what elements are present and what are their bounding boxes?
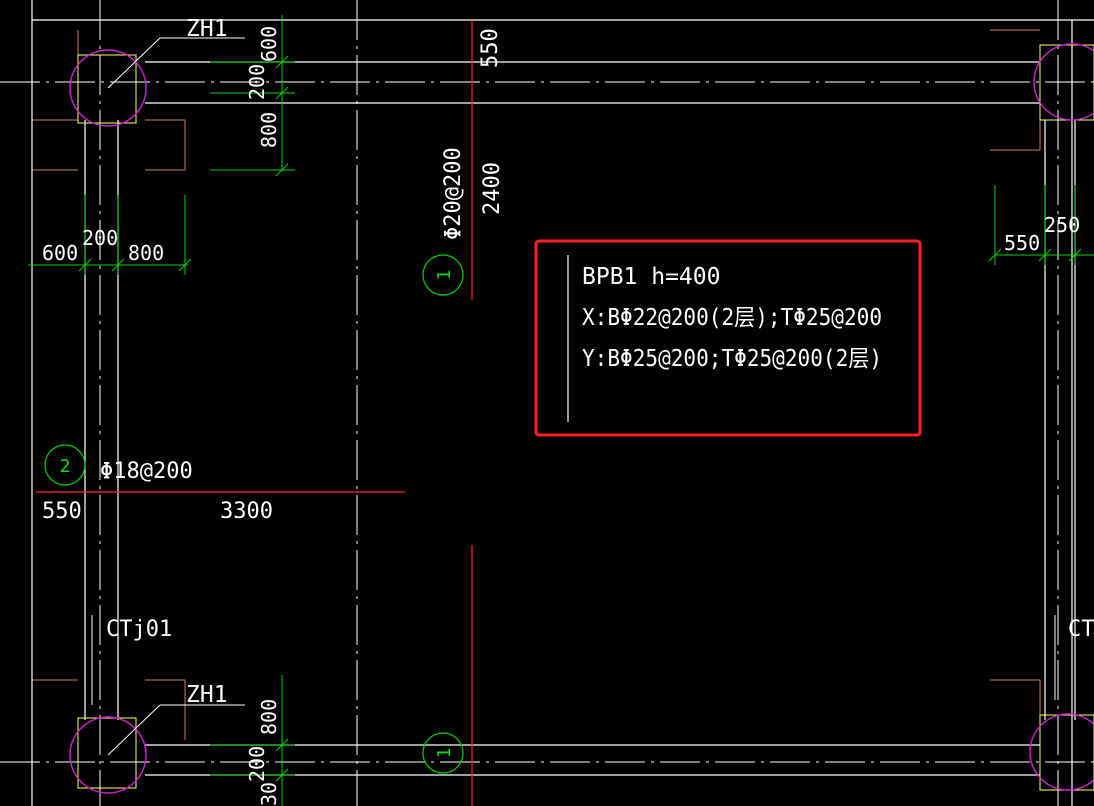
annotation-line-3: Y:BΦ25@200;TΦ25@200(2层) bbox=[582, 346, 882, 372]
dim-top-200: 200 bbox=[245, 64, 269, 100]
dim-mid-2400: 2400 bbox=[480, 162, 505, 215]
dim-lower-800: 800 bbox=[257, 699, 281, 735]
dim-left-200: 200 bbox=[82, 226, 118, 250]
dim-top-550: 550 bbox=[478, 28, 503, 68]
dim-right-250: 250 bbox=[1044, 213, 1080, 237]
outer-outline bbox=[31, 0, 1094, 806]
pile-cap-top-left bbox=[69, 37, 161, 127]
dim-right-horizontal bbox=[988, 185, 1094, 265]
rebar-1-spec: Φ20@200 bbox=[441, 147, 466, 240]
ctj01-right-label: CTj bbox=[1068, 617, 1094, 642]
dim-lower-200: 200 bbox=[245, 746, 269, 782]
rebar-mark-1-bottom-label: 1 bbox=[434, 748, 455, 759]
dim-left-horizontal bbox=[28, 195, 192, 275]
dim-lower-30: 30 bbox=[257, 782, 281, 806]
ctj01-left-label: CTj01 bbox=[106, 617, 172, 642]
dim-top-800: 800 bbox=[257, 112, 281, 148]
dim-bottom-vertical bbox=[210, 675, 295, 806]
rebar-mark-1: 1 bbox=[422, 254, 464, 296]
pile-cap-bottom-left bbox=[69, 704, 161, 794]
annotation-line-1: BPB1 h=400 bbox=[582, 264, 720, 290]
rebar-2-spec: Φ18@200 bbox=[100, 459, 193, 484]
dim-top-vertical bbox=[210, 15, 295, 177]
rebar-mark-2-label: 2 bbox=[60, 456, 71, 477]
dim-bottom-3300: 3300 bbox=[220, 499, 273, 524]
zh1-label-bottom: ZH1 bbox=[186, 682, 228, 708]
pile-cap-bottom-right bbox=[1029, 713, 1094, 791]
annotation-box: BPB1 h=400 X:BΦ22@200(2层);TΦ25@200 Y:BΦ2… bbox=[534, 239, 922, 437]
rebar-mark-1-label: 1 bbox=[434, 270, 455, 281]
dim-left-600: 600 bbox=[42, 241, 78, 265]
zh1-label-top: ZH1 bbox=[186, 16, 228, 42]
zh1-leaders bbox=[160, 37, 245, 706]
dim-left-800: 800 bbox=[128, 241, 164, 265]
annotation-line-2: X:BΦ22@200(2层);TΦ25@200 bbox=[582, 305, 882, 331]
dim-top-600: 600 bbox=[257, 26, 281, 62]
dim-right-550: 550 bbox=[1004, 231, 1040, 255]
pile-cap-top-right bbox=[1033, 43, 1094, 121]
dim-bottom-550: 550 bbox=[42, 499, 82, 524]
rebar-mark-2: 2 bbox=[44, 444, 86, 486]
rebar-mark-1-bottom: 1 bbox=[422, 732, 464, 774]
